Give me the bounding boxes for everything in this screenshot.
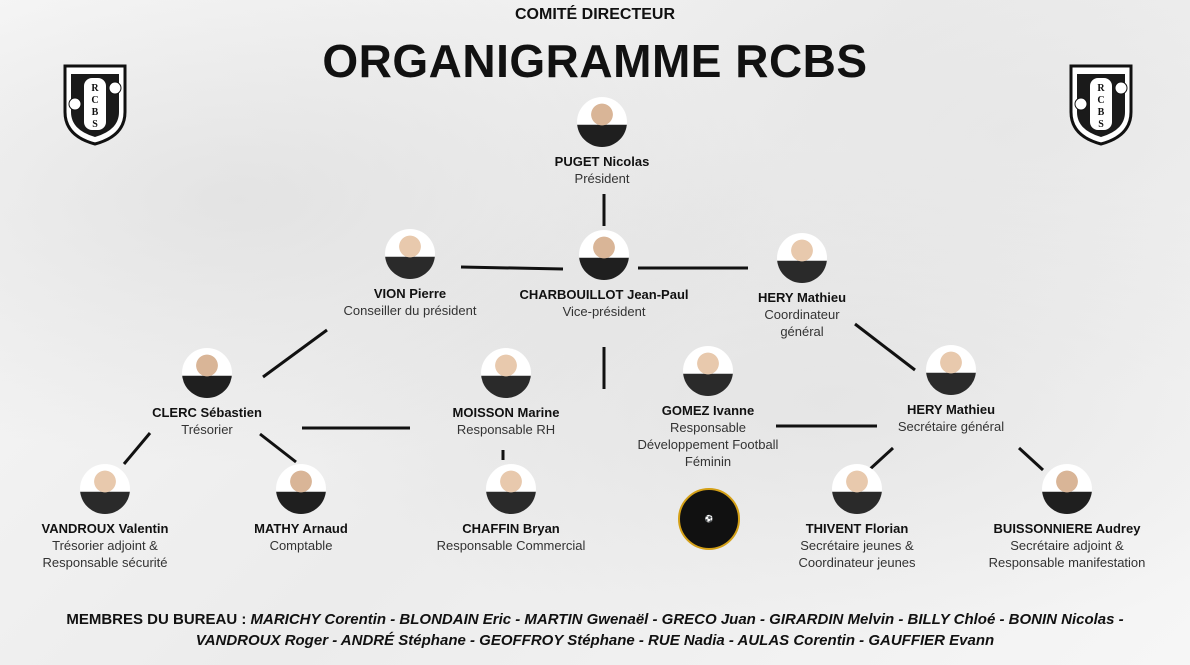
member-name: HERY Mathieu bbox=[906, 402, 996, 417]
avatar bbox=[777, 233, 827, 283]
page-title: ORGANIGRAMME RCBS bbox=[322, 35, 868, 87]
bureau-members: MEMBRES DU BUREAU : MARICHY Corentin - B… bbox=[0, 609, 1190, 651]
feminine-football-badge-icon: ⚽ bbox=[678, 488, 740, 550]
connector bbox=[854, 322, 916, 372]
member-role: Développement Football bbox=[637, 437, 779, 452]
member-role: Responsable sécurité bbox=[42, 555, 168, 570]
member-president: PUGET Nicolas Président bbox=[492, 97, 712, 187]
svg-text:B: B bbox=[1098, 107, 1105, 118]
member-name: MATHY Arnaud bbox=[254, 521, 348, 536]
member-name: CHAFFIN Bryan bbox=[462, 521, 560, 536]
club-logo-right: R C B S bbox=[1069, 64, 1133, 146]
connector bbox=[262, 328, 328, 379]
member-clerc: CLERC Sébastien Trésorier bbox=[97, 348, 317, 438]
avatar bbox=[926, 345, 976, 395]
member-vion: VION Pierre Conseiller du président bbox=[300, 229, 520, 319]
club-logo-left: R C B S bbox=[63, 64, 127, 146]
member-gomez: GOMEZ Ivanne Responsable Développement F… bbox=[598, 346, 818, 470]
svg-text:R: R bbox=[1097, 83, 1105, 94]
member-name: CLERC Sébastien bbox=[152, 405, 262, 420]
connector bbox=[460, 265, 564, 271]
bureau-line-1: MARICHY Corentin - BLONDAIN Eric - MARTI… bbox=[250, 611, 1124, 628]
member-role: Trésorier adjoint & bbox=[52, 538, 158, 553]
member-thivent: THIVENT Florian Secrétaire jeunes & Coor… bbox=[747, 464, 967, 571]
member-vandroux: VANDROUX Valentin Trésorier adjoint & Re… bbox=[0, 464, 215, 571]
member-buissonniere: BUISSONNIERE Audrey Secrétaire adjoint &… bbox=[944, 464, 1190, 571]
member-role: Comptable bbox=[269, 538, 333, 553]
member-name: MOISSON Marine bbox=[452, 405, 560, 420]
member-name: VANDROUX Valentin bbox=[41, 521, 169, 536]
svg-text:B: B bbox=[92, 107, 99, 118]
member-moisson: MOISSON Marine Responsable RH bbox=[396, 348, 616, 438]
member-name: VION Pierre bbox=[373, 286, 447, 301]
svg-text:R: R bbox=[91, 83, 99, 94]
member-name: THIVENT Florian bbox=[805, 521, 909, 536]
avatar bbox=[683, 346, 733, 396]
member-name: CHARBOUILLOT Jean-Paul bbox=[519, 287, 689, 302]
header-subtitle: COMITÉ DIRECTEUR bbox=[515, 6, 675, 23]
avatar bbox=[276, 464, 326, 514]
member-role: Secrétaire général bbox=[897, 419, 1005, 434]
member-role: Trésorier bbox=[181, 422, 233, 437]
member-hery-secretaire: HERY Mathieu Secrétaire général bbox=[841, 345, 1061, 435]
connector bbox=[259, 432, 297, 464]
member-role: Féminin bbox=[684, 454, 732, 469]
avatar bbox=[1042, 464, 1092, 514]
avatar bbox=[579, 230, 629, 280]
svg-text:C: C bbox=[1097, 95, 1104, 106]
avatar bbox=[481, 348, 531, 398]
member-mathy: MATHY Arnaud Comptable bbox=[191, 464, 411, 554]
member-role: Responsable manifestation bbox=[988, 555, 1146, 570]
svg-text:S: S bbox=[92, 119, 98, 130]
member-role: Secrétaire adjoint & bbox=[1010, 538, 1124, 553]
member-name: BUISSONNIERE Audrey bbox=[993, 521, 1141, 536]
member-name: HERY Mathieu bbox=[757, 290, 847, 305]
member-role: Responsable bbox=[670, 420, 746, 435]
bureau-line-2: VANDROUX Roger - ANDRÉ Stéphane - GEOFFR… bbox=[195, 632, 995, 649]
connector bbox=[867, 446, 895, 472]
svg-text:S: S bbox=[1098, 119, 1104, 130]
member-chaffin: CHAFFIN Bryan Responsable Commercial bbox=[401, 464, 621, 554]
member-role: Responsable RH bbox=[456, 422, 556, 437]
avatar bbox=[486, 464, 536, 514]
member-role: Secrétaire jeunes & bbox=[800, 538, 914, 553]
member-hery-coordinateur: HERY Mathieu Coordinateur général bbox=[692, 233, 912, 340]
connector bbox=[122, 432, 152, 465]
avatar bbox=[577, 97, 627, 147]
member-role: Vice-président bbox=[562, 304, 646, 319]
member-name: PUGET Nicolas bbox=[554, 154, 650, 169]
avatar bbox=[182, 348, 232, 398]
avatar bbox=[832, 464, 882, 514]
member-role: général bbox=[780, 324, 824, 339]
bureau-label: MEMBRES DU BUREAU : bbox=[66, 611, 247, 628]
svg-text:C: C bbox=[91, 95, 98, 106]
member-role: Conseiller du président bbox=[343, 303, 477, 318]
member-vice-president: CHARBOUILLOT Jean-Paul Vice-président bbox=[492, 230, 716, 320]
member-role: Responsable Commercial bbox=[436, 538, 586, 553]
connector bbox=[1017, 446, 1045, 472]
avatar bbox=[80, 464, 130, 514]
member-role: Coordinateur jeunes bbox=[798, 555, 916, 570]
avatar bbox=[385, 229, 435, 279]
member-role: Coordinateur bbox=[764, 307, 840, 322]
member-name: GOMEZ Ivanne bbox=[661, 403, 755, 418]
member-role: Président bbox=[574, 171, 630, 186]
